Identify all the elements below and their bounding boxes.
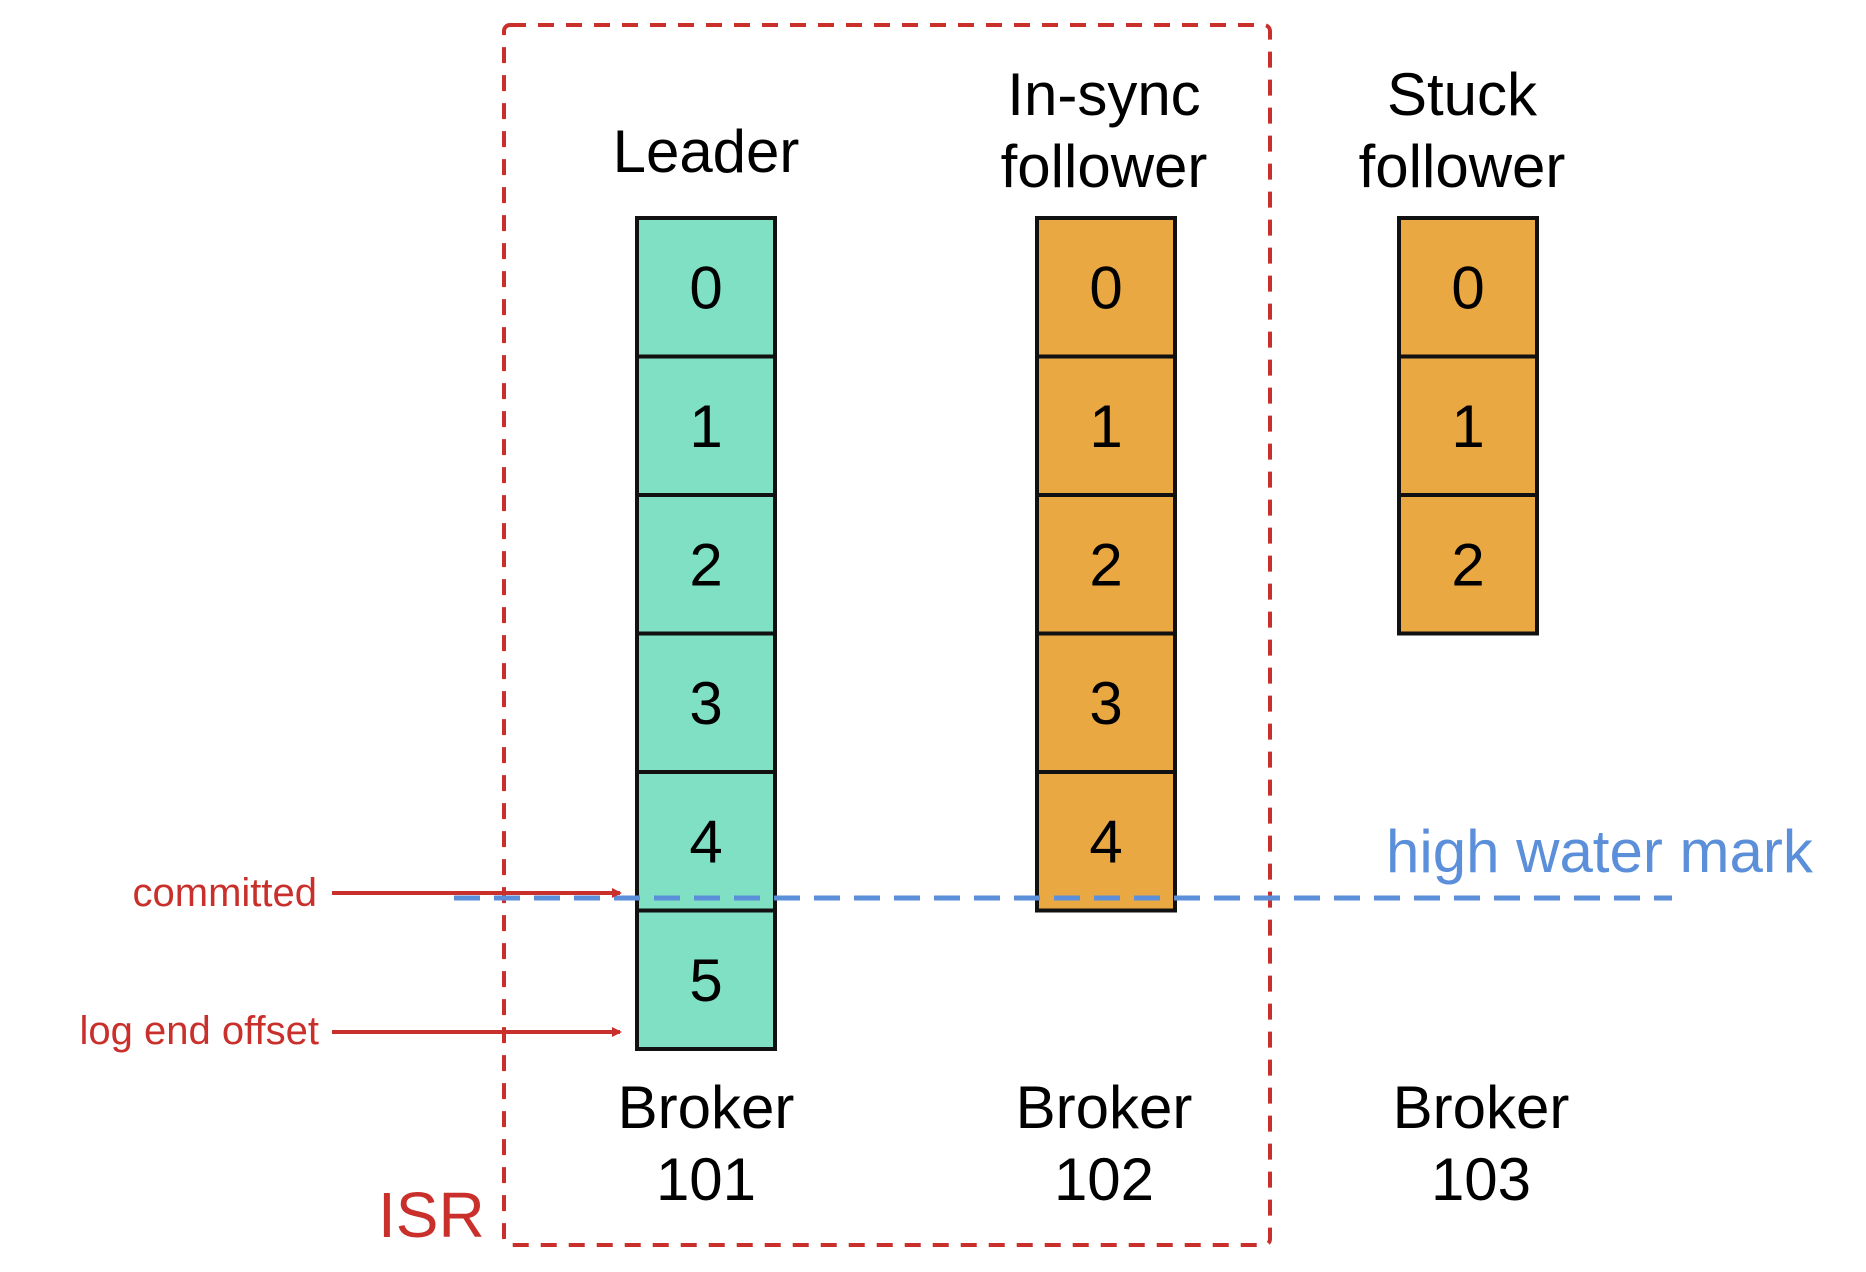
log-offset-label: 2 xyxy=(1089,531,1122,598)
log-offset-label: 0 xyxy=(689,254,722,321)
committed-label: committed xyxy=(133,871,318,915)
broker-label-103: Broker 103 xyxy=(1393,1074,1570,1213)
svg-text:Broker: Broker xyxy=(1393,1074,1570,1141)
svg-text:103: 103 xyxy=(1431,1146,1531,1213)
role-label-leader: Leader xyxy=(613,118,800,185)
log-cell xyxy=(1035,493,1177,636)
log-cell xyxy=(1397,493,1539,636)
log-cell xyxy=(1035,770,1177,913)
broker-label-101: Broker 101 xyxy=(618,1074,795,1213)
role-label-stuck-follower: Stuck follower xyxy=(1359,61,1566,200)
log-end-offset-label: log end offset xyxy=(80,1009,319,1053)
log-cell xyxy=(1035,631,1177,774)
log-column-broker-103: 0 1 2 xyxy=(1397,216,1539,636)
log-column-broker-102: 0 1 2 3 4 xyxy=(1035,216,1177,913)
log-offset-label: 1 xyxy=(1089,393,1122,460)
svg-text:Broker: Broker xyxy=(1016,1074,1193,1141)
log-offset-label: 3 xyxy=(1089,670,1122,737)
svg-text:follower: follower xyxy=(1001,133,1208,200)
log-cell xyxy=(635,354,777,497)
svg-text:102: 102 xyxy=(1054,1146,1154,1213)
svg-text:In-sync: In-sync xyxy=(1007,61,1200,128)
log-offset-label: 5 xyxy=(689,947,722,1014)
log-cell xyxy=(1397,354,1539,497)
broker-label-102: Broker 102 xyxy=(1016,1074,1193,1213)
svg-text:Broker: Broker xyxy=(618,1074,795,1141)
log-offset-label: 3 xyxy=(689,670,722,737)
svg-text:Stuck: Stuck xyxy=(1387,61,1538,128)
log-offset-label: 1 xyxy=(1451,393,1484,460)
log-cell xyxy=(1397,216,1539,359)
log-offset-label: 4 xyxy=(689,808,722,875)
log-column-broker-101: 0 1 2 3 4 5 xyxy=(635,216,777,1051)
log-offset-label: 2 xyxy=(1451,531,1484,598)
log-offset-label: 4 xyxy=(1089,808,1122,875)
log-offset-label: 2 xyxy=(689,531,722,598)
log-offset-label: 0 xyxy=(1451,254,1484,321)
log-offset-label: 1 xyxy=(689,393,722,460)
log-cell xyxy=(1035,354,1177,497)
log-cell xyxy=(1035,216,1177,359)
log-cell xyxy=(635,770,777,913)
isr-label: ISR xyxy=(378,1179,485,1251)
role-label-in-sync-follower: In-sync follower xyxy=(1001,61,1208,200)
isr-boundary xyxy=(502,23,1272,1247)
svg-text:Leader: Leader xyxy=(613,118,800,185)
log-cell xyxy=(635,908,777,1051)
high-water-mark-label: high water mark xyxy=(1386,818,1814,885)
log-offset-label: 0 xyxy=(1089,254,1122,321)
svg-text:follower: follower xyxy=(1359,133,1566,200)
svg-text:101: 101 xyxy=(656,1146,756,1213)
